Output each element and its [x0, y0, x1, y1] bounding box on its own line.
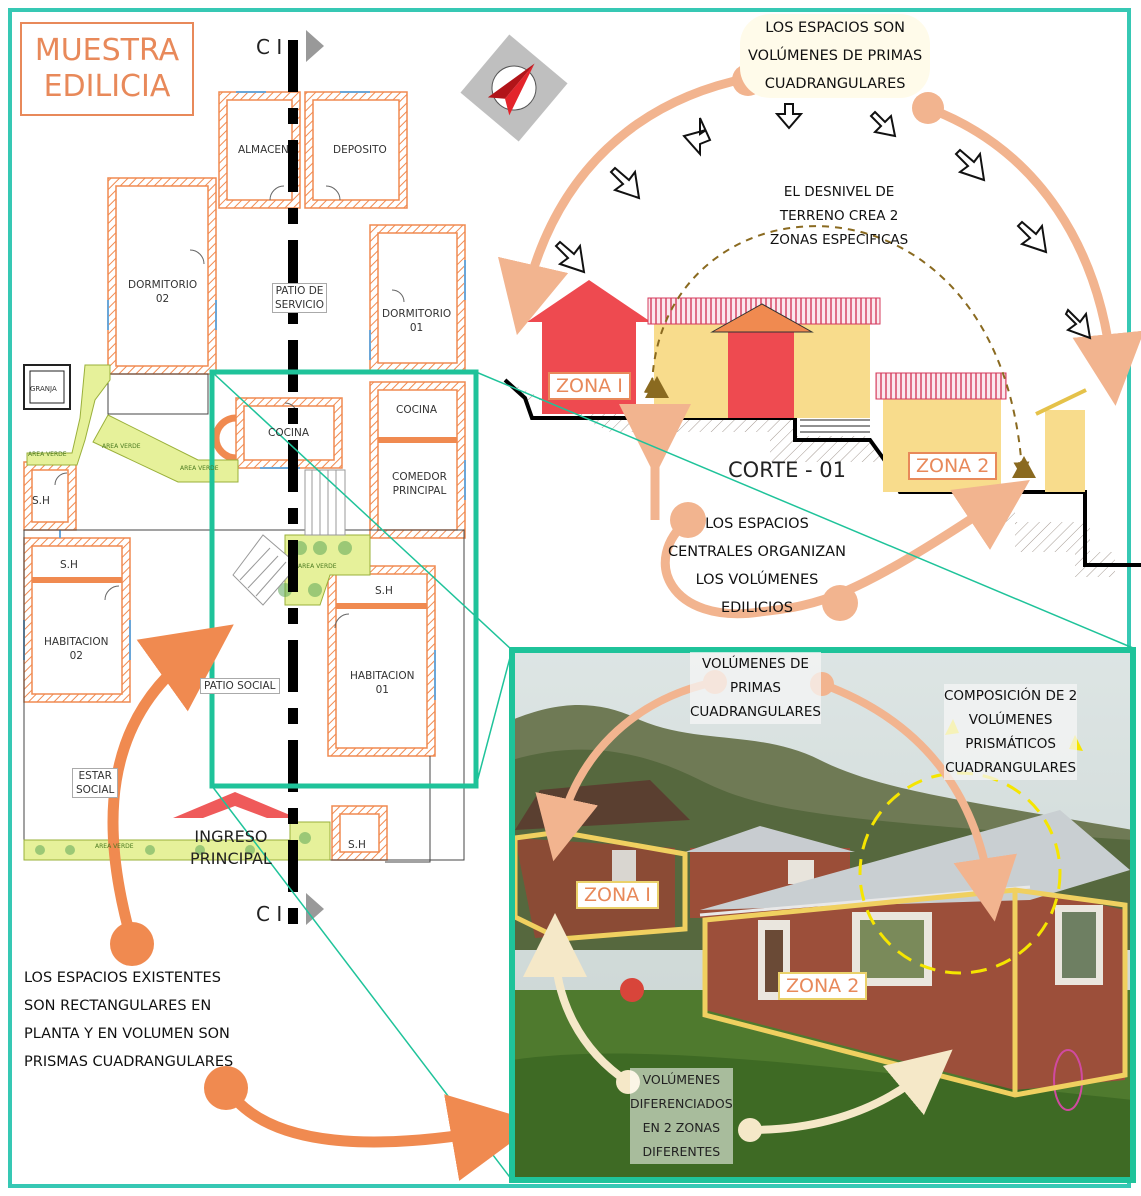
label-sh-bottom: S.H: [348, 839, 366, 851]
wind-arrows: [554, 103, 1092, 340]
corte-label: CORTE - 01: [728, 458, 847, 482]
label-area-verde-2: AREA VERDE: [102, 443, 141, 450]
cut-line: [288, 30, 324, 940]
room-dormitorio-02: [107, 177, 217, 375]
granja-box: [23, 364, 71, 410]
cut-label-top: C I: [256, 35, 283, 59]
cut-top-arrow-icon: [306, 30, 324, 62]
section-zona-1: ZONA I: [548, 372, 631, 400]
title-line-2: EDILICIA: [43, 69, 171, 104]
label-patio-social: PATIO SOCIAL: [200, 678, 280, 694]
outer-frame: [8, 8, 1131, 1188]
photo-zona-1: ZONA I: [576, 881, 659, 909]
title-line-1: MUESTRA: [34, 33, 180, 68]
north-arrow-icon: [460, 34, 568, 142]
label-cocina-right: COCINA: [396, 404, 438, 416]
room-deposito: [304, 91, 408, 209]
label-area-verde-1: AREA VERDE: [28, 451, 67, 458]
cut-label-bottom: C I: [256, 902, 283, 926]
plan-highlight-box: [209, 369, 479, 789]
label-granja: GRANJA: [30, 385, 57, 393]
label-almacen: ALMACEN: [238, 144, 289, 156]
cut-bottom-arrow-icon: [306, 893, 324, 925]
entry-arrow-icon: [173, 792, 297, 818]
label-sh-hab01: S.H: [375, 585, 393, 597]
label-area-verde-4: AREA VERDE: [298, 563, 337, 570]
room-almacen: [218, 91, 301, 209]
label-deposito: DEPOSITO: [333, 144, 387, 156]
label-area-verde-3: AREA VERDE: [180, 465, 219, 472]
photo-zona-2: ZONA 2: [778, 972, 868, 1000]
section-zona-2: ZONA 2: [908, 452, 998, 480]
label-cocina-left: COCINA: [268, 427, 310, 439]
title-box: MUESTRA EDILICIA: [20, 22, 194, 116]
photo-frame: [509, 647, 1136, 1183]
label-sh-left: S.H: [32, 495, 50, 507]
room-habitacion-01: [327, 565, 436, 757]
label-sh-hab02: S.H: [60, 559, 78, 571]
label-area-verde-5: AREA VERDE: [95, 843, 134, 850]
room-dormitorio-01: [369, 224, 466, 372]
